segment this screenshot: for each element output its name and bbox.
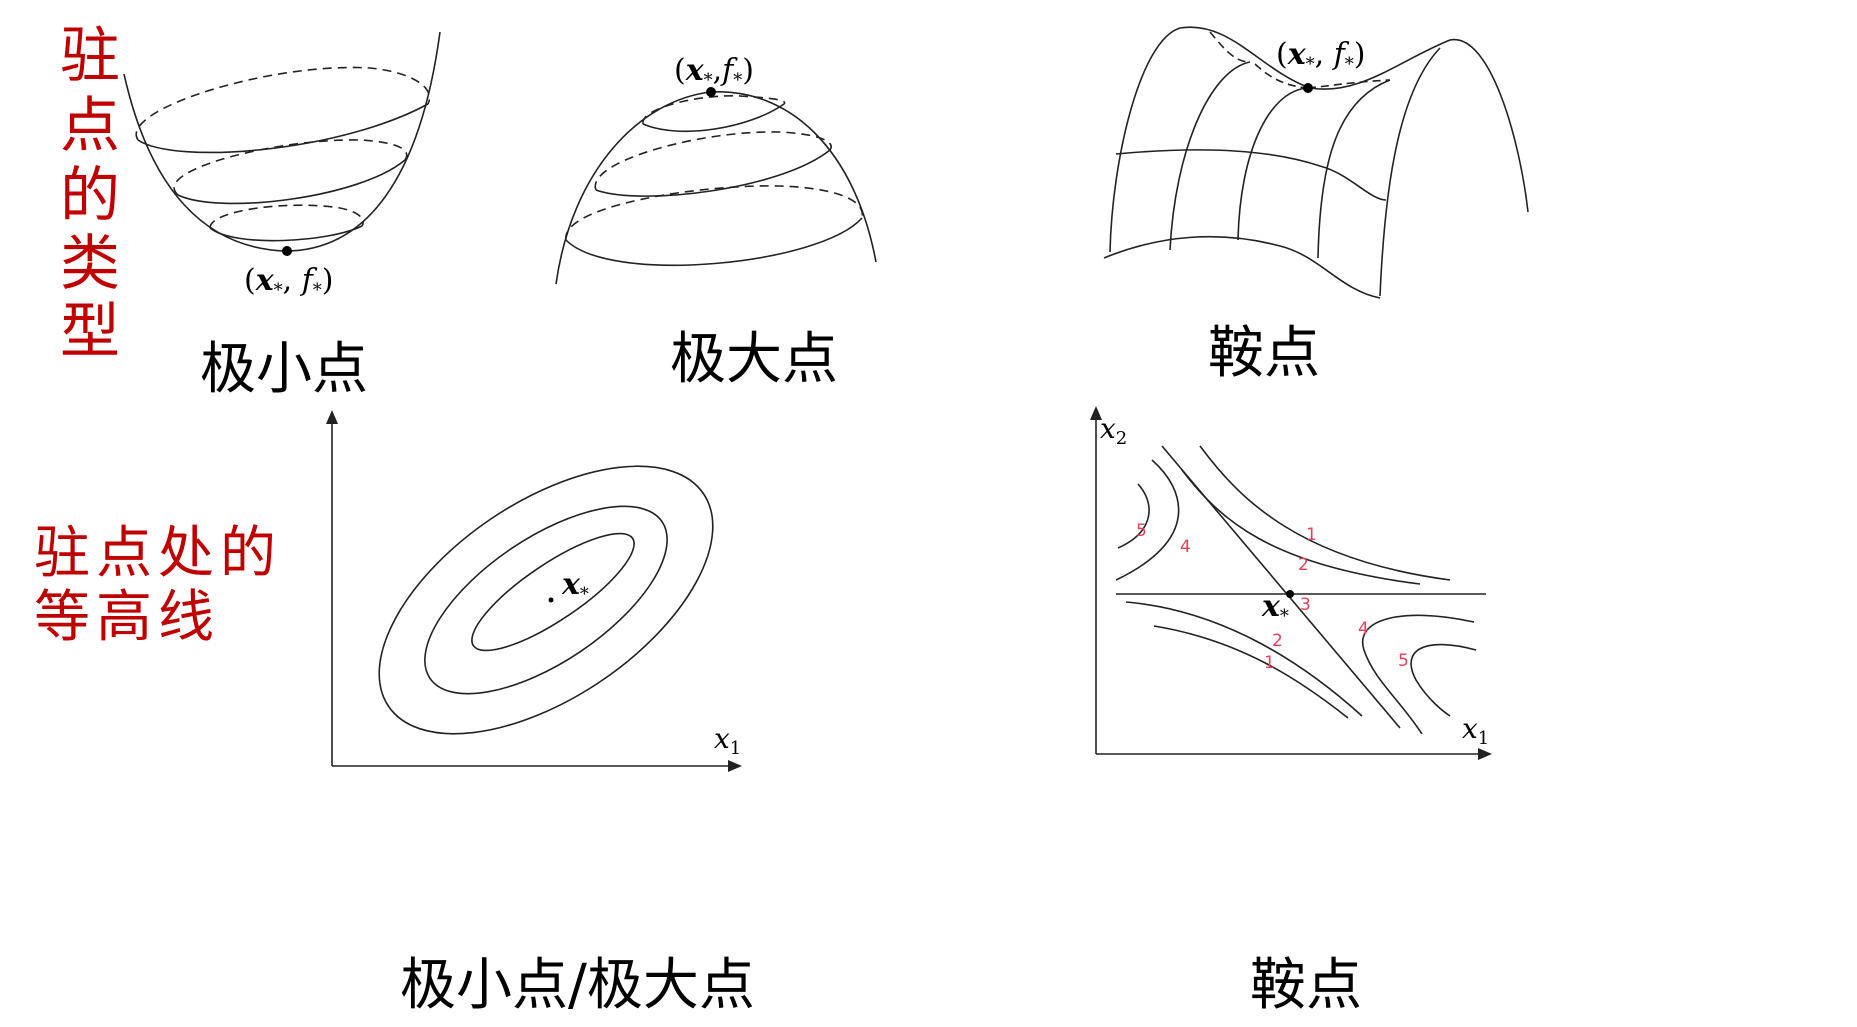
bowl-level-low-front bbox=[209, 225, 363, 242]
saddle-hidden-1 bbox=[1209, 31, 1251, 63]
left-plot-x-arrow bbox=[728, 760, 742, 772]
dome-level-low-front bbox=[565, 217, 863, 266]
maximum-surface bbox=[555, 87, 877, 285]
right-plot-x-label: x1 bbox=[1462, 712, 1489, 749]
level-label: 1 bbox=[1264, 653, 1275, 673]
minimum-point-label: (x*, f*) bbox=[244, 263, 334, 301]
saddle-contour-upper-outer bbox=[1199, 445, 1451, 581]
bowl-level-low-back bbox=[209, 204, 364, 229]
minimum-surface bbox=[123, 31, 441, 256]
types-title-char: 驻 bbox=[60, 21, 120, 91]
contour-outer bbox=[378, 465, 714, 735]
level-label: 2 bbox=[1272, 631, 1283, 651]
saddle-contour-right-outer bbox=[1410, 643, 1477, 717]
saddle-contour-left-outer bbox=[1117, 483, 1150, 549]
level-label: 4 bbox=[1358, 619, 1369, 639]
caption-saddle-top: 鞍点 bbox=[1208, 321, 1320, 386]
saddle-rib-3 bbox=[1317, 79, 1391, 259]
saddle-hidden-2 bbox=[1254, 63, 1309, 89]
level-label: 2 bbox=[1298, 555, 1309, 575]
maximum-point-dot bbox=[706, 87, 716, 97]
level-label: 4 bbox=[1180, 537, 1191, 557]
contours-title-line2: 等高线 bbox=[34, 585, 220, 650]
contours-title-line1: 驻点处的 bbox=[34, 521, 282, 586]
right-plot-x-arrow bbox=[1478, 748, 1492, 760]
left-plot-y-arrow bbox=[326, 410, 338, 424]
saddle-hidden-3 bbox=[1307, 79, 1391, 89]
saddle-point-label: (x*, f*) bbox=[1276, 37, 1366, 75]
dome-level-mid-front bbox=[595, 149, 831, 197]
bowl-level-mid-back bbox=[173, 139, 408, 196]
saddle-cross-curve bbox=[1115, 149, 1387, 201]
maximum-point-label: (x*,f*) bbox=[674, 53, 754, 91]
saddle-bottom-edge bbox=[1103, 235, 1381, 299]
bowl-level-mid-front bbox=[177, 159, 406, 205]
saddle-contour-lower-inner bbox=[1125, 601, 1363, 717]
bowl-outline bbox=[123, 31, 441, 252]
level-label: 3 bbox=[1300, 595, 1311, 615]
types-title: 驻 点 的 类 型 bbox=[60, 21, 120, 367]
contour-center-dot bbox=[548, 597, 554, 603]
right-plot-y-label: x2 bbox=[1100, 412, 1127, 449]
saddle-contour-lower-outer bbox=[1153, 625, 1349, 719]
saddle-contour-plot bbox=[1090, 406, 1492, 760]
left-plot-x-label: x1 bbox=[714, 722, 741, 759]
saddle-level-labels: 1 2 3 4 5 2 1 4 5 bbox=[1136, 521, 1409, 673]
contour-middle bbox=[424, 505, 668, 695]
level-label: 1 bbox=[1306, 525, 1317, 545]
caption-minimum: 极小点 bbox=[200, 337, 368, 402]
contour-center-label: x* bbox=[561, 567, 589, 605]
caption-saddle-bottom: 鞍点 bbox=[1250, 953, 1362, 1018]
saddle-contour-left-inner bbox=[1115, 459, 1180, 581]
bowl-level-top-back bbox=[135, 66, 431, 141]
level-label: 5 bbox=[1136, 521, 1147, 541]
saddle-rib-4 bbox=[1379, 47, 1441, 297]
saddle-surface bbox=[1103, 26, 1529, 299]
types-title-char: 点 bbox=[60, 91, 120, 161]
types-title-char: 的 bbox=[60, 161, 120, 231]
types-title-char: 类 bbox=[60, 229, 120, 299]
ellipse-contour-plot bbox=[326, 410, 742, 772]
caption-maximum: 极大点 bbox=[670, 327, 838, 392]
right-plot-y-arrow bbox=[1090, 406, 1102, 420]
bowl-level-top-front bbox=[137, 103, 429, 154]
saddle-point-dot bbox=[1303, 83, 1313, 93]
contour-inner bbox=[471, 532, 635, 652]
minimum-point-dot bbox=[282, 246, 292, 256]
caption-min-max-contour: 极小点/极大点 bbox=[400, 953, 755, 1018]
types-title-char: 型 bbox=[60, 297, 120, 367]
saddle-rib-1 bbox=[1169, 61, 1251, 251]
dome-level-low-back bbox=[565, 185, 864, 241]
saddle-rib-2 bbox=[1237, 87, 1309, 241]
dome-level-top-back bbox=[642, 95, 786, 125]
dome-level-mid-back bbox=[594, 131, 832, 191]
saddle-contour-center-label: x* bbox=[1261, 589, 1289, 627]
saddle-contour-right-inner bbox=[1361, 614, 1475, 735]
level-label: 5 bbox=[1398, 651, 1409, 671]
dome-level-top-front bbox=[642, 103, 785, 133]
contours-title: 驻点处的 等高线 bbox=[34, 521, 282, 650]
saddle-contour-upper-inner bbox=[1181, 469, 1421, 585]
saddle-contour-center-dot bbox=[1286, 590, 1294, 598]
